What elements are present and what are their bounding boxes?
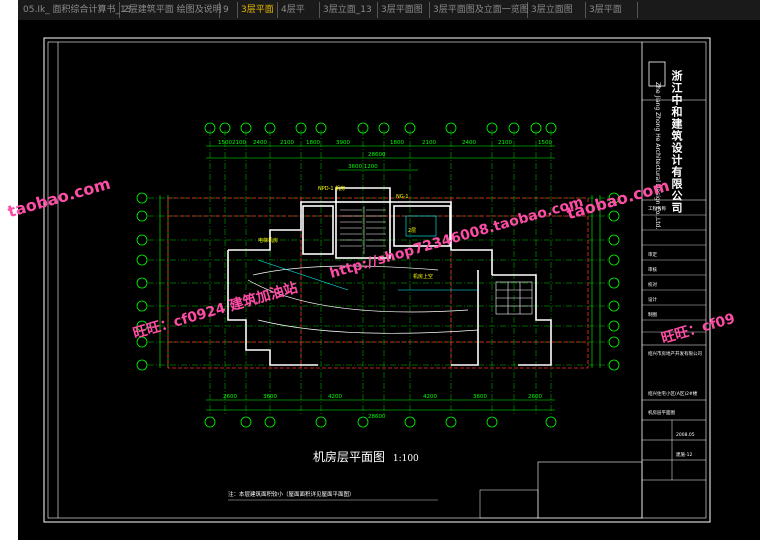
layout-tab[interactable]: 3层平面图及立面一览图 xyxy=(430,2,529,18)
drawing-note: 注：本层建筑面积较小（屋面面积详见屋面平面图） xyxy=(228,490,355,498)
top-dim-2: 2400 xyxy=(253,140,267,146)
tb-date: 2008.05 xyxy=(676,432,695,438)
svg-text:3600: 3600 xyxy=(473,394,487,400)
svg-text:工程名称: 工程名称 xyxy=(648,205,666,212)
room-label-4: 机房上空 xyxy=(413,273,433,280)
top-dim-6: 1800 xyxy=(390,140,404,146)
bottom-strip xyxy=(0,540,760,555)
svg-text:2600: 2600 xyxy=(528,394,542,400)
layout-tab-active[interactable]: 3层平面 xyxy=(238,2,278,18)
layout-tab[interactable]: 3层平面 xyxy=(586,2,638,18)
top-dim-0: 1500 xyxy=(218,140,232,146)
company-name-cn: 浙江中和建筑设计有限公司 xyxy=(670,70,683,214)
layout-tab[interactable]: 3层平面图 xyxy=(378,2,430,18)
tb-sheet-no: 建施-12 xyxy=(676,451,692,458)
layout-tab[interactable]: 4层平 xyxy=(278,2,320,18)
room-label-2: 2层 xyxy=(408,228,416,234)
svg-text:2600: 2600 xyxy=(223,394,237,400)
top-dim-7: 2100 xyxy=(422,140,436,146)
layout-tab-bar: 05.Ik_ 面积综合计算书_13 2层建筑平面 绘图及说明 9 3层平面 4层… xyxy=(18,0,760,20)
layout-tab[interactable]: 3层立面_13 xyxy=(320,2,378,18)
svg-text:设计: 设计 xyxy=(648,296,657,303)
drawing-title: 机房层平面图 1:100 xyxy=(313,450,419,464)
svg-text:审核: 审核 xyxy=(648,266,657,273)
top-dim-9: 2100 xyxy=(498,140,512,146)
room-label-0: NPD-1 机房 xyxy=(318,185,345,192)
layout-tab[interactable]: 3层立面图 xyxy=(528,2,586,18)
svg-text:3600: 3600 xyxy=(263,394,277,400)
svg-text:4200: 4200 xyxy=(328,394,342,400)
room-label-3: 电梯机房 xyxy=(258,237,278,244)
svg-text:校对: 校对 xyxy=(648,281,657,288)
company-name-en: Zhe Jiang Zhong He Architectural Design … xyxy=(654,82,661,230)
overall-dim-top: 28600 xyxy=(368,152,386,158)
tb-sheet-name: 机房层平面图 xyxy=(648,409,675,416)
top-dim-3: 2100 xyxy=(280,140,294,146)
top-dim-10: 1500 xyxy=(538,140,552,146)
top-dim-1: 2100 xyxy=(232,140,246,146)
layout-tab[interactable]: 2层建筑平面 绘图及说明 xyxy=(120,2,222,18)
room-label-1: NG-1 xyxy=(396,194,409,200)
drawing-sheet[interactable]: 1500 2100 2400 2100 1800 3900 1800 2100 … xyxy=(18,20,760,540)
tb-project: 绍兴住宅小区(A区)2#楼 xyxy=(648,390,698,397)
svg-text:3600 1200: 3600 1200 xyxy=(348,164,378,170)
top-dim-4: 1800 xyxy=(306,140,320,146)
layout-tab[interactable]: 05.Ik_ 面积综合计算书_13 xyxy=(20,2,132,18)
top-dim-5: 3900 xyxy=(336,140,350,146)
tb-owner: 绍兴市房地产开发有限公司 xyxy=(648,350,702,357)
svg-text:审定: 审定 xyxy=(648,251,657,258)
svg-text:制图: 制图 xyxy=(648,311,657,318)
svg-text:28600: 28600 xyxy=(368,414,386,420)
layout-tab[interactable]: 9 xyxy=(220,2,238,18)
top-dim-8: 2400 xyxy=(462,140,476,146)
cad-drawing-svg: 1500 2100 2400 2100 1800 3900 1800 2100 … xyxy=(43,37,711,523)
svg-text:4200: 4200 xyxy=(423,394,437,400)
